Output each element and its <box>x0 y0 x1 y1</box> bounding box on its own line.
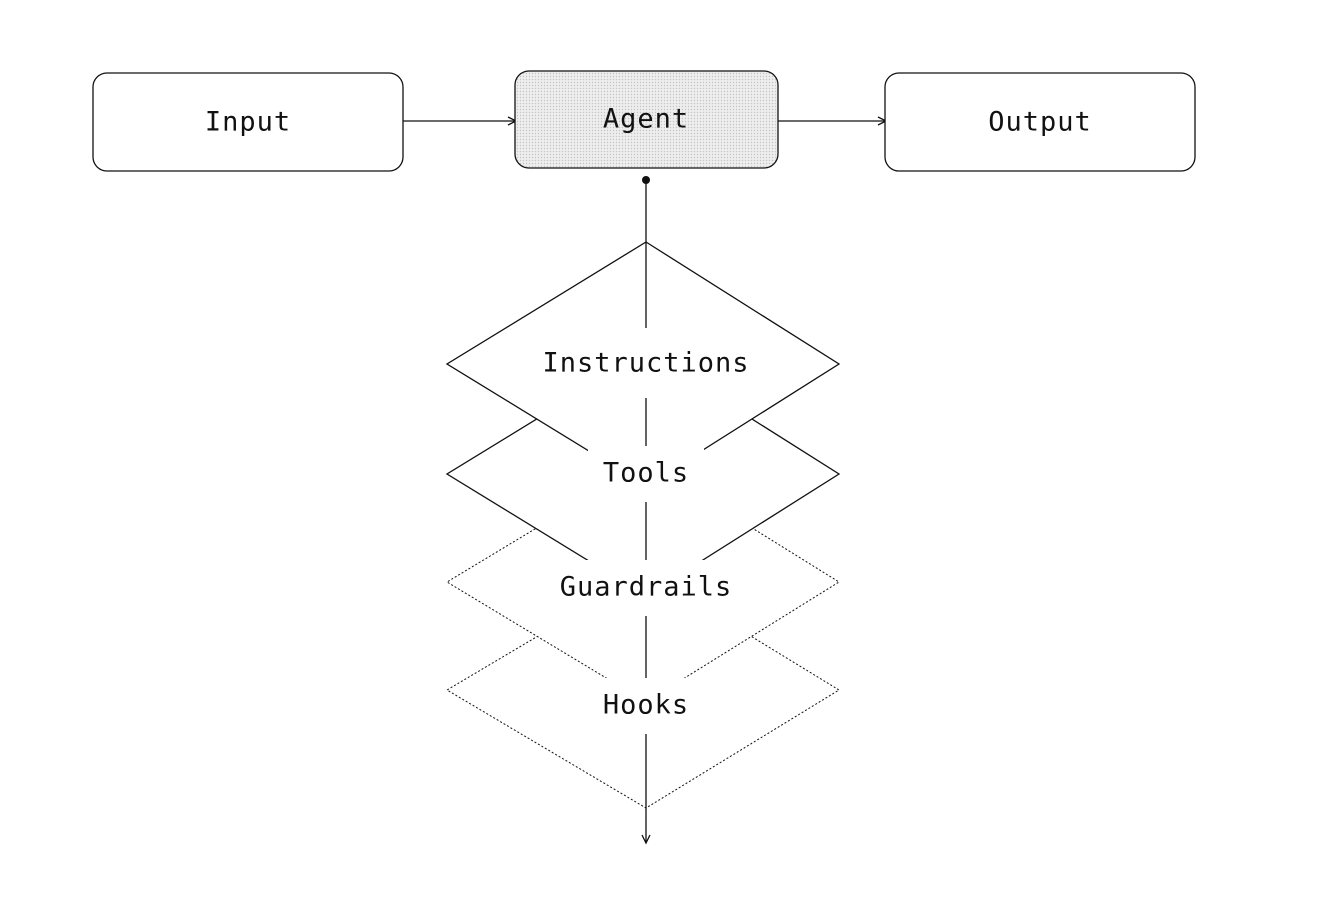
agent-anchor-dot <box>642 176 650 184</box>
input-box <box>92 72 404 172</box>
agent-node: Agent <box>514 70 779 169</box>
input-node: Input <box>92 72 404 172</box>
tools-label: Tools <box>603 458 689 489</box>
hooks-label-bg <box>588 678 704 734</box>
instructions-label: Instructions <box>542 348 749 379</box>
tools-label-bg <box>588 446 704 502</box>
input-label: Input <box>205 107 291 138</box>
guardrails-label: Guardrails <box>560 572 733 603</box>
instructions-label-bg <box>520 328 772 398</box>
agent-label: Agent <box>603 104 689 135</box>
hooks-label: Hooks <box>603 690 689 721</box>
output-node: Output <box>884 72 1196 172</box>
output-box <box>884 72 1196 172</box>
agent-box <box>514 70 779 169</box>
output-label: Output <box>988 107 1092 138</box>
guardrails-label-bg <box>552 560 740 616</box>
